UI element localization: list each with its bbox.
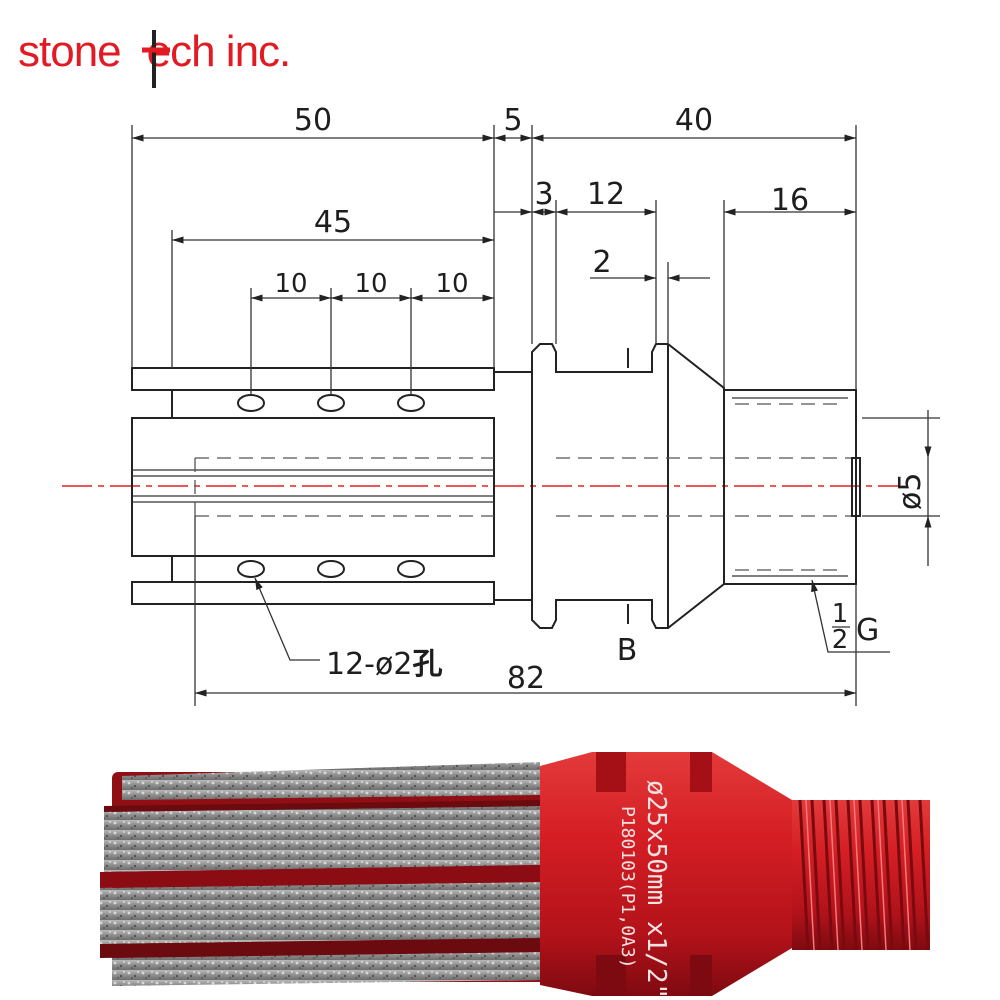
- logo-text-end: ech inc.: [147, 27, 291, 76]
- diamond-segments: [100, 762, 542, 986]
- holes-callout-value: 2: [393, 647, 412, 682]
- dimension-lines: [132, 134, 932, 697]
- segment-body: [131, 367, 495, 605]
- dim-12: 12: [587, 177, 625, 212]
- adapter-collar: [540, 752, 792, 996]
- adapter-body: [494, 343, 861, 629]
- thread-suffix: G: [856, 613, 879, 648]
- product-photo: ø25x50mm x1/2" P180103(P1,0A3): [100, 752, 930, 999]
- dim-40: 40: [675, 103, 713, 138]
- brand-logo: stone ech inc.: [18, 27, 291, 88]
- holes-callout: 12-ø2孔: [326, 647, 442, 682]
- section-label: B: [617, 633, 638, 668]
- dim-3: 3: [534, 177, 553, 212]
- technical-drawing: 50 5 40 45 3 12 16 2 10 10 10 82 12-ø2孔 …: [62, 103, 940, 706]
- dim-10-third: 10: [435, 269, 468, 299]
- etching-size: ø25x50mm x1/2": [641, 780, 671, 999]
- dim-82: 82: [507, 661, 545, 696]
- thread-label: 1 2 G: [832, 599, 880, 655]
- holes-callout-prefix: 12-: [326, 647, 375, 682]
- dim-16: 16: [771, 183, 809, 218]
- dim-10-second: 10: [354, 269, 387, 299]
- holes-callout-char: 孔: [412, 647, 442, 682]
- logo-text-start: stone: [18, 27, 121, 76]
- threaded-shank: [792, 799, 930, 951]
- holes-callout-phi: ø: [375, 647, 393, 682]
- dim-10-first: 10: [274, 269, 307, 299]
- diameter-label: ø5: [893, 473, 928, 510]
- logo-cross-icon: [142, 30, 170, 88]
- etching-code: P180103(P1,0A3): [617, 806, 638, 969]
- dim-5: 5: [503, 103, 522, 138]
- dim-50: 50: [294, 103, 332, 138]
- thread-numerator: 1: [832, 599, 849, 629]
- extension-lines: [131, 125, 940, 706]
- dim-2: 2: [592, 245, 611, 280]
- thread-denominator: 2: [832, 625, 849, 655]
- dim-45: 45: [314, 205, 352, 240]
